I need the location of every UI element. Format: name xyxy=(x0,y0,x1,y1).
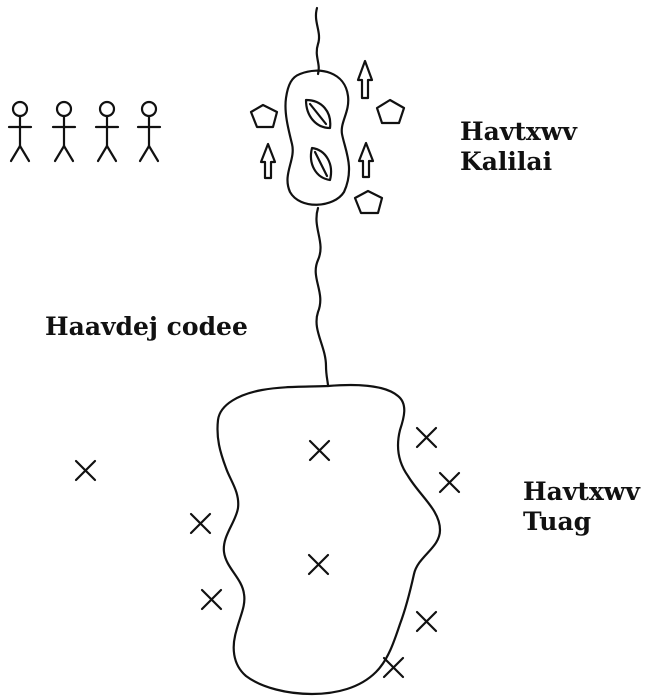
cross-icon xyxy=(415,426,438,449)
person-icon xyxy=(7,100,33,163)
cross-icon xyxy=(308,439,331,462)
up-arrow-icon xyxy=(259,142,277,180)
pentagon-icon xyxy=(249,103,279,129)
small-lake-label-line-1: Havtxwv xyxy=(460,117,577,146)
leaf-icon xyxy=(304,98,332,130)
cross-icon xyxy=(415,610,438,633)
large-lake-label-line-1: Havtxwv xyxy=(523,477,640,506)
inflow-stream xyxy=(314,6,321,76)
cross-icon xyxy=(189,512,212,535)
cross-icon xyxy=(382,656,405,679)
pentagon-icon xyxy=(375,98,406,125)
cross-icon xyxy=(74,459,97,482)
person-icon xyxy=(94,100,120,163)
cross-icon xyxy=(200,588,223,611)
small-lake-label: Havtxwv Kalilai xyxy=(460,117,577,177)
small-lake-label-line-2: Kalilai xyxy=(460,147,553,176)
channel-label: Haavdej codee xyxy=(45,312,248,341)
people-group xyxy=(7,100,162,163)
up-arrow-icon xyxy=(357,141,375,179)
small-lake-outline xyxy=(284,69,351,206)
channel-stream xyxy=(314,206,330,388)
up-arrow-icon xyxy=(356,59,374,100)
cross-icon xyxy=(307,553,330,576)
cross-icon xyxy=(438,471,461,494)
pentagon-icon xyxy=(353,189,384,215)
large-lake-outline xyxy=(216,383,442,696)
large-lake-label: Havtxwv Tuag xyxy=(523,477,640,537)
large-lake-label-line-2: Tuag xyxy=(523,507,592,536)
leaf-icon xyxy=(309,146,333,182)
person-icon xyxy=(51,100,77,163)
person-icon xyxy=(136,100,162,163)
